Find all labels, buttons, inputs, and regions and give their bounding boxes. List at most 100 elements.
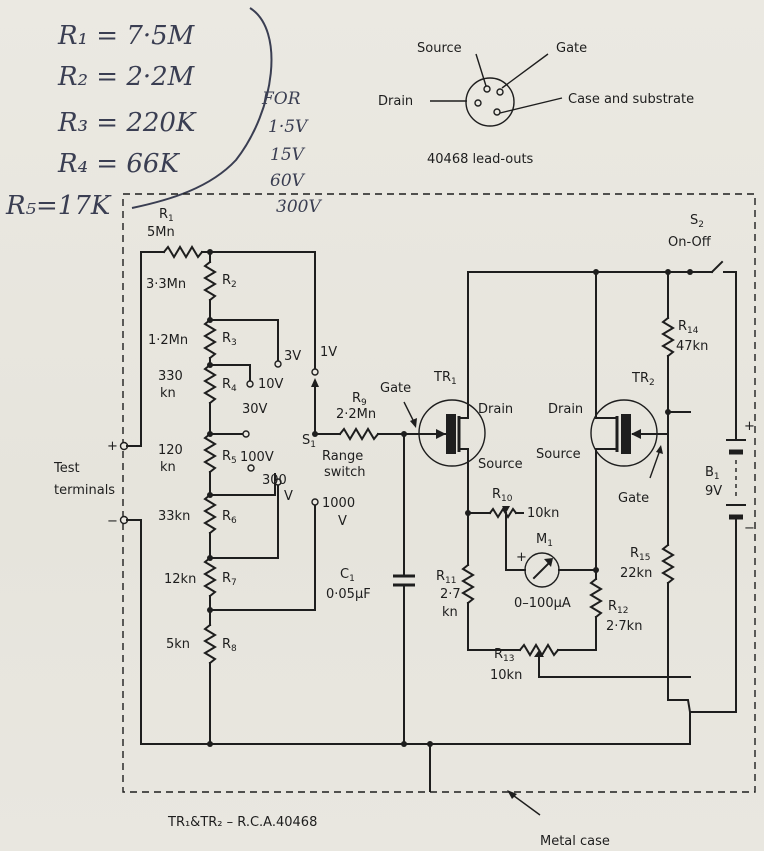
label-r7: R7: [222, 571, 237, 588]
switch-s2[interactable]: [689, 260, 737, 441]
label-r14-value: 47kn: [676, 339, 708, 354]
label-m1: M1: [536, 532, 553, 549]
note-v1: 1·5V: [268, 117, 309, 137]
switch-pos-3v: 3V: [284, 349, 301, 364]
label-r12: R12: [608, 599, 629, 616]
label-b1-value: 9V: [705, 484, 722, 499]
note-v4: 300V: [276, 197, 322, 217]
label-r10: R10: [492, 487, 513, 504]
test-terminals[interactable]: [119, 441, 691, 745]
label-r11-value-a: 2·7: [440, 587, 461, 602]
switch-pos-1000: 1000: [322, 496, 355, 511]
handwritten-notes: R₁ = 7·5M R₂ = 2·2M R₃ = 220K R₄ = 66K R…: [5, 7, 322, 221]
note-line-1: R₁ = 7·5M: [57, 21, 196, 51]
label-r3: R3: [222, 331, 237, 348]
label-c1: C1: [340, 567, 355, 584]
note-v2: 15V: [270, 145, 306, 165]
resistor-r11: [461, 563, 475, 605]
resistor-r14: [661, 271, 675, 413]
note-line-4: R₄ = 66K: [57, 149, 180, 179]
label-r8-value: 5kn: [166, 637, 190, 652]
label-tr1-drain: Drain: [478, 402, 513, 417]
label-tr2-source: Source: [536, 447, 581, 462]
label-r11-value-b: kn: [442, 605, 458, 620]
label-s2-onoff: On-Off: [668, 235, 712, 250]
metal-case-outline: [122, 193, 756, 793]
label-tr2-gate: Gate: [618, 491, 649, 506]
label-tr1: TR1: [433, 370, 457, 387]
meter-m1: [524, 552, 597, 588]
note-for: FOR: [261, 89, 301, 109]
leadout-source: Source: [417, 41, 462, 56]
label-test: Test: [53, 461, 80, 476]
label-r13-value: 10kn: [490, 668, 522, 683]
label-r8: R8: [222, 637, 237, 654]
range-switch-contacts[interactable]: [242, 360, 341, 506]
label-s2: S2: [690, 213, 704, 230]
metal-case-pointer: [509, 792, 541, 816]
label-r9: R9: [352, 391, 367, 408]
label-r2-value: 3·3Mn: [146, 277, 186, 292]
switch-pos-300: 300: [262, 473, 287, 488]
label-r11: R11: [436, 569, 457, 586]
resistor-r13: [518, 616, 691, 678]
leadout-caption: 40468 lead-outs: [427, 152, 534, 167]
leadout-can: [465, 77, 515, 127]
footer-metal-case: Metal case: [540, 834, 610, 849]
label-r4: R4: [222, 377, 237, 394]
switch-pos-30v: 30V: [242, 402, 268, 417]
label-r6-value: 33kn: [158, 509, 190, 524]
battery-b1: [689, 439, 746, 745]
resistor-r10: [467, 506, 526, 571]
label-r10-value: 10kn: [527, 506, 559, 521]
label-tr2-drain: Drain: [548, 402, 583, 417]
label-b1-minus: −: [744, 521, 755, 536]
label-r1: R1: [159, 207, 174, 224]
label-b1: B1: [705, 465, 720, 482]
label-r6: R6: [222, 509, 237, 526]
label-r5-value-b: kn: [160, 460, 176, 475]
label-terminals: terminals: [54, 483, 115, 498]
label-r3-value: 1·2Mn: [148, 333, 188, 348]
label-r15-value: 22kn: [620, 566, 652, 581]
footer-transistors: TR₁&TR₂ – R.C.A.40468: [167, 815, 317, 830]
label-r9-value: 2·2Mn: [336, 407, 376, 422]
label-r14: R14: [678, 319, 699, 336]
switch-pos-10v: 10V: [258, 377, 284, 392]
label-tr1-gate: Gate: [380, 381, 411, 396]
resistor-r12: [589, 577, 603, 619]
label-r7-value: 12kn: [164, 572, 196, 587]
note-line-3: R₃ = 220K: [57, 108, 197, 138]
note-bracket: [131, 7, 273, 209]
label-m1-value: 0–100μA: [514, 596, 571, 611]
label-r13: R13: [494, 647, 515, 664]
switch-pos-1000-v: V: [338, 514, 347, 529]
note-line-5: R₅=17K: [5, 191, 112, 221]
label-b1-plus: +: [744, 419, 755, 434]
transistor-tr2: [590, 271, 660, 571]
label-r4-value-b: kn: [160, 386, 176, 401]
label-range: Range: [322, 449, 363, 464]
label-r4-value-a: 330: [158, 369, 183, 384]
transistor-tr1: [418, 399, 486, 471]
switch-pos-100v: 100V: [240, 450, 274, 465]
label-c1-value: 0·05μF: [326, 587, 371, 602]
resistor-r9: [338, 427, 380, 441]
test-plus: +: [107, 439, 118, 454]
capacitor-c1: [393, 433, 415, 745]
leadout-diagram: Source Gate Drain Case and substrate 404…: [378, 41, 694, 167]
label-s1: S1: [302, 433, 316, 450]
leadout-case: Case and substrate: [568, 92, 694, 107]
label-r1-value: 5Mn: [147, 225, 175, 240]
leadout-gate: Gate: [556, 41, 587, 56]
label-tr1-source: Source: [478, 457, 523, 472]
switch-pos-1v: 1V: [320, 345, 337, 360]
leadout-drain: Drain: [378, 94, 413, 109]
label-r2: R2: [222, 273, 237, 290]
label-switch: switch: [324, 465, 366, 480]
resistor-r15: [661, 411, 692, 714]
test-minus: −: [107, 514, 118, 529]
label-r5: R5: [222, 449, 237, 466]
label-r5-value-a: 120: [158, 443, 183, 458]
